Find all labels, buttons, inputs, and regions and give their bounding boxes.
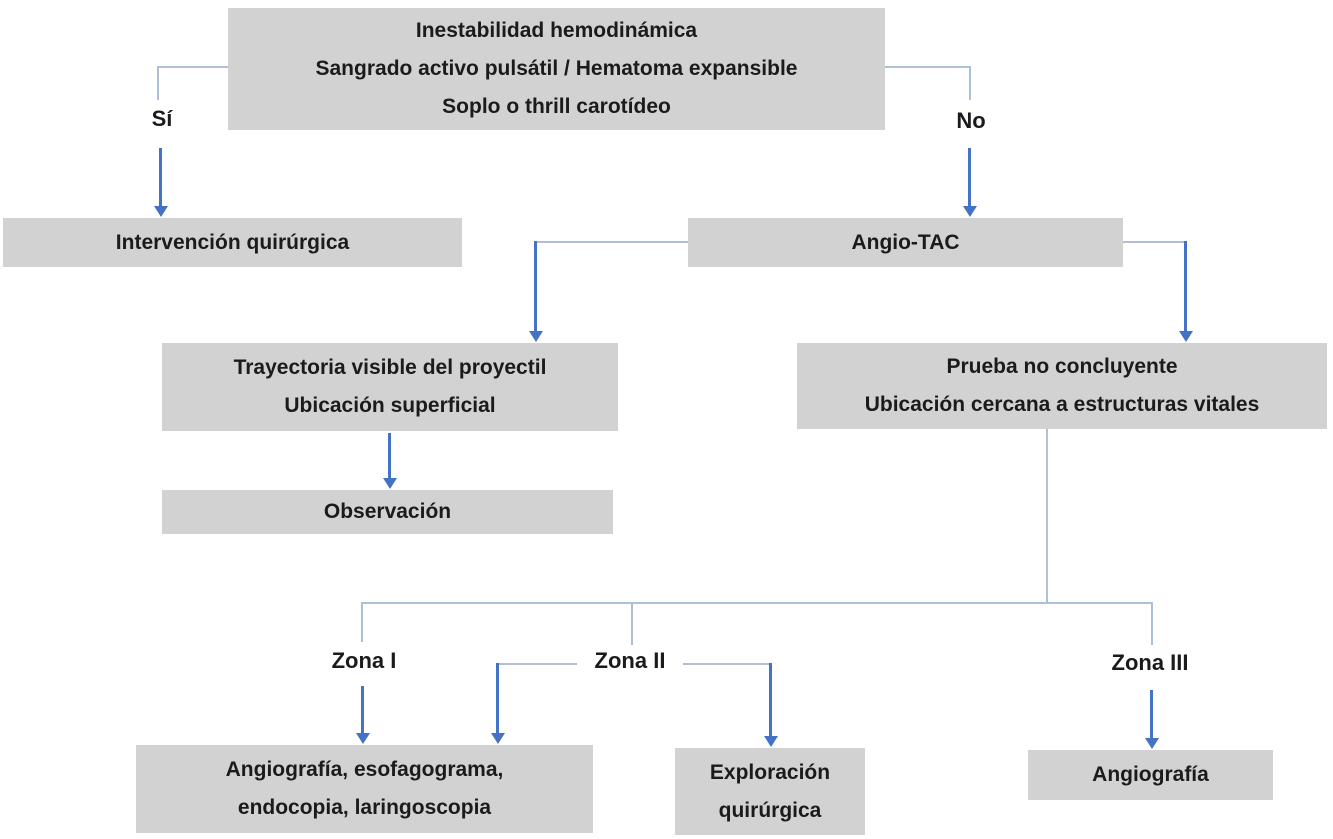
branch-label-zone2: Zona II bbox=[594, 648, 666, 673]
node-observation: Observación bbox=[162, 490, 613, 534]
arrow-zone2-left-to-workup bbox=[496, 663, 499, 734]
arrow-zone2-right-to-exploration bbox=[769, 663, 772, 737]
node-line: Angio-TAC bbox=[851, 230, 960, 254]
node-line: Soplo o thrill carotídeo bbox=[442, 95, 671, 118]
node-line: Intervención quirúrgica bbox=[115, 230, 350, 254]
connector-top-to-yes-h bbox=[158, 66, 228, 68]
node-line: Angiografía bbox=[1092, 763, 1209, 786]
node-angio-tac: Angio-TAC bbox=[688, 218, 1123, 267]
node-zone3-angiography: Angiografía bbox=[1028, 750, 1273, 800]
node-surgical-intervention: Intervención quirúrgica bbox=[3, 218, 462, 267]
connector-zone-distributor-h bbox=[361, 602, 1153, 604]
node-line: Ubicación superficial bbox=[284, 394, 496, 417]
node-line: quirúrgica bbox=[718, 798, 822, 822]
node-visible-trajectory: Trayectoria visible del proyectil Ubicac… bbox=[162, 343, 618, 431]
connector-zone2-right-h bbox=[683, 663, 771, 665]
connector-top-to-no-h bbox=[885, 66, 971, 68]
branch-label-no: No bbox=[956, 108, 986, 133]
node-line: Prueba no concluyente bbox=[946, 355, 1178, 378]
connector-top-to-no-v bbox=[969, 66, 971, 100]
node-line: Trayectoria visible del proyectil bbox=[233, 356, 547, 379]
connector-drop-zone1-v bbox=[361, 602, 363, 642]
node-line: Sangrado activo pulsátil / Hematoma expa… bbox=[315, 57, 798, 80]
node-zone2-surgical-exploration: Exploración quirúrgica bbox=[675, 748, 865, 835]
node-zone1-workup: Angiografía, esofagograma, endocopia, la… bbox=[136, 745, 593, 833]
node-triage-criteria: Inestabilidad hemodinámica Sangrado acti… bbox=[228, 8, 885, 130]
node-line: Angiografía, esofagograma, bbox=[225, 758, 504, 781]
node-line: Observación bbox=[323, 500, 452, 523]
arrow-zone3-to-angiography bbox=[1150, 690, 1153, 739]
arrow-angiotac-to-inconclusive bbox=[1184, 241, 1187, 332]
node-line: Ubicación cercana a estructuras vitales bbox=[864, 393, 1260, 416]
node-line: Exploración bbox=[709, 760, 831, 784]
connector-top-to-yes-v bbox=[157, 66, 159, 100]
connector-angiotac-left-h bbox=[535, 241, 688, 243]
node-line: Inestabilidad hemodinámica bbox=[415, 19, 698, 42]
arrow-yes-to-intervention bbox=[159, 148, 162, 207]
node-inconclusive-test: Prueba no concluyente Ubicación cercana … bbox=[797, 343, 1327, 429]
connector-drop-zone3-v bbox=[1151, 602, 1153, 645]
branch-label-zone1: Zona I bbox=[331, 648, 397, 673]
connector-zone2-left-h bbox=[497, 663, 577, 665]
node-line: endocopia, laringoscopia bbox=[237, 796, 492, 819]
branch-label-zone3: Zona III bbox=[1111, 650, 1189, 675]
arrow-no-to-angiotac bbox=[968, 148, 971, 207]
connector-prueba-down-v bbox=[1046, 429, 1048, 604]
arrow-zone1-to-workup bbox=[361, 686, 364, 734]
connector-angiotac-right-h bbox=[1123, 241, 1186, 243]
arrow-trajectory-to-observation bbox=[388, 433, 391, 479]
arrow-angiotac-to-trajectory bbox=[534, 241, 537, 332]
branch-label-yes: Sí bbox=[151, 106, 173, 131]
connector-drop-zone2-v bbox=[631, 602, 633, 645]
